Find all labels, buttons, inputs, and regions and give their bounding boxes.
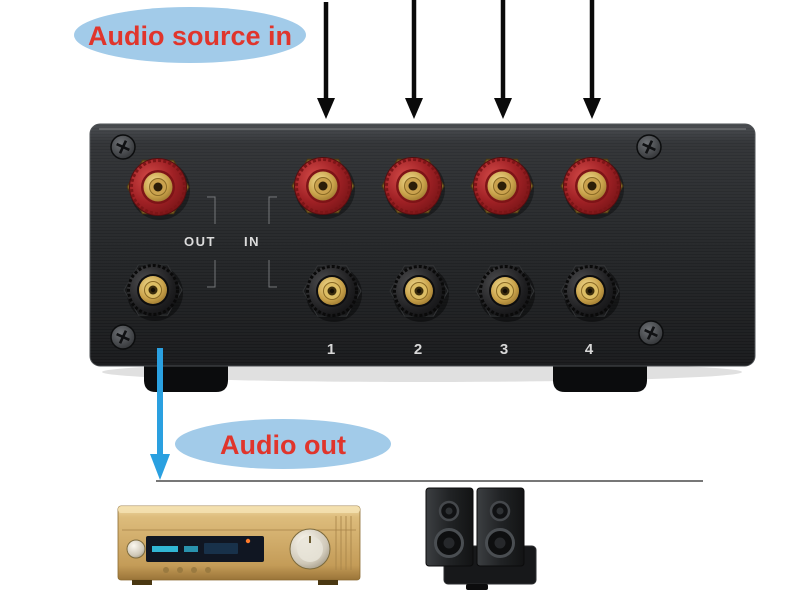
speaker-left — [425, 487, 474, 567]
out-label: OUT — [184, 234, 216, 249]
speakers-image — [425, 487, 537, 590]
amp-vents — [335, 516, 352, 570]
channel-number-2: 2 — [414, 341, 422, 358]
input-arrow-3 — [494, 0, 512, 119]
corner-screw-top-left — [109, 133, 137, 161]
corner-screw-bottom-right — [637, 319, 665, 347]
amplifier-image — [117, 505, 361, 585]
corner-screw-top-right — [635, 133, 663, 161]
panel-bracket-marks — [207, 196, 277, 288]
speaker-right — [476, 487, 525, 567]
input-arrow-1 — [317, 2, 335, 119]
audio-out-label: Audio out — [220, 430, 346, 460]
channel-number-1: 1 — [327, 341, 335, 358]
source-in-callout: Audio source in — [74, 7, 306, 63]
corner-screw-bottom-left — [109, 323, 137, 351]
input-arrow-2 — [405, 0, 423, 119]
channel-number-3: 3 — [500, 341, 508, 358]
audio-out-callout: Audio out — [175, 419, 391, 469]
in-label: IN — [244, 234, 260, 249]
channel-number-4: 4 — [585, 341, 594, 358]
amp-buttons — [163, 567, 211, 573]
input-arrow-4 — [583, 0, 601, 119]
audio-out-arrow — [150, 348, 170, 480]
source-in-label: Audio source in — [88, 21, 292, 51]
amp-small-knob — [126, 539, 146, 559]
